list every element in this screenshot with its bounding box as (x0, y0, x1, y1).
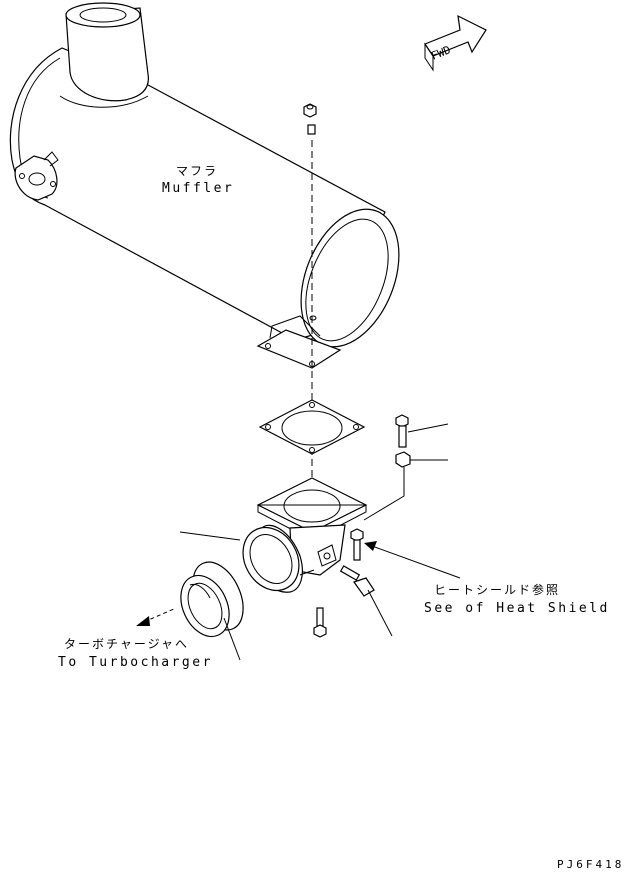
muffler (9, 2, 400, 369)
turbo-arrow-icon (136, 607, 177, 626)
heat-shield-label-jp: ヒートシールド参照 (434, 582, 560, 597)
washer (307, 124, 316, 135)
bolt-right (350, 528, 364, 561)
leader-lines (179, 423, 449, 661)
muffler-label-en: Muffler (162, 181, 234, 196)
muffler-label-jp: マフラ (176, 164, 218, 178)
forward-arrow-icon: FWD (424, 14, 487, 72)
spacer (395, 451, 411, 468)
nut (303, 103, 317, 118)
heat-shield-arrow-icon (364, 541, 461, 579)
bolt-lower (313, 607, 327, 638)
bolt-upper (395, 414, 409, 448)
turbo-label-jp: ターボチャージャへ (64, 637, 189, 651)
gasket (258, 399, 366, 455)
exhaust-elbow (242, 477, 368, 593)
connector-ring (180, 561, 244, 638)
drawing-code: PJ6F418 (557, 858, 624, 871)
heat-shield-label-en: See of Heat Shield (424, 601, 610, 616)
turbo-label-en: To Turbocharger (58, 655, 213, 670)
